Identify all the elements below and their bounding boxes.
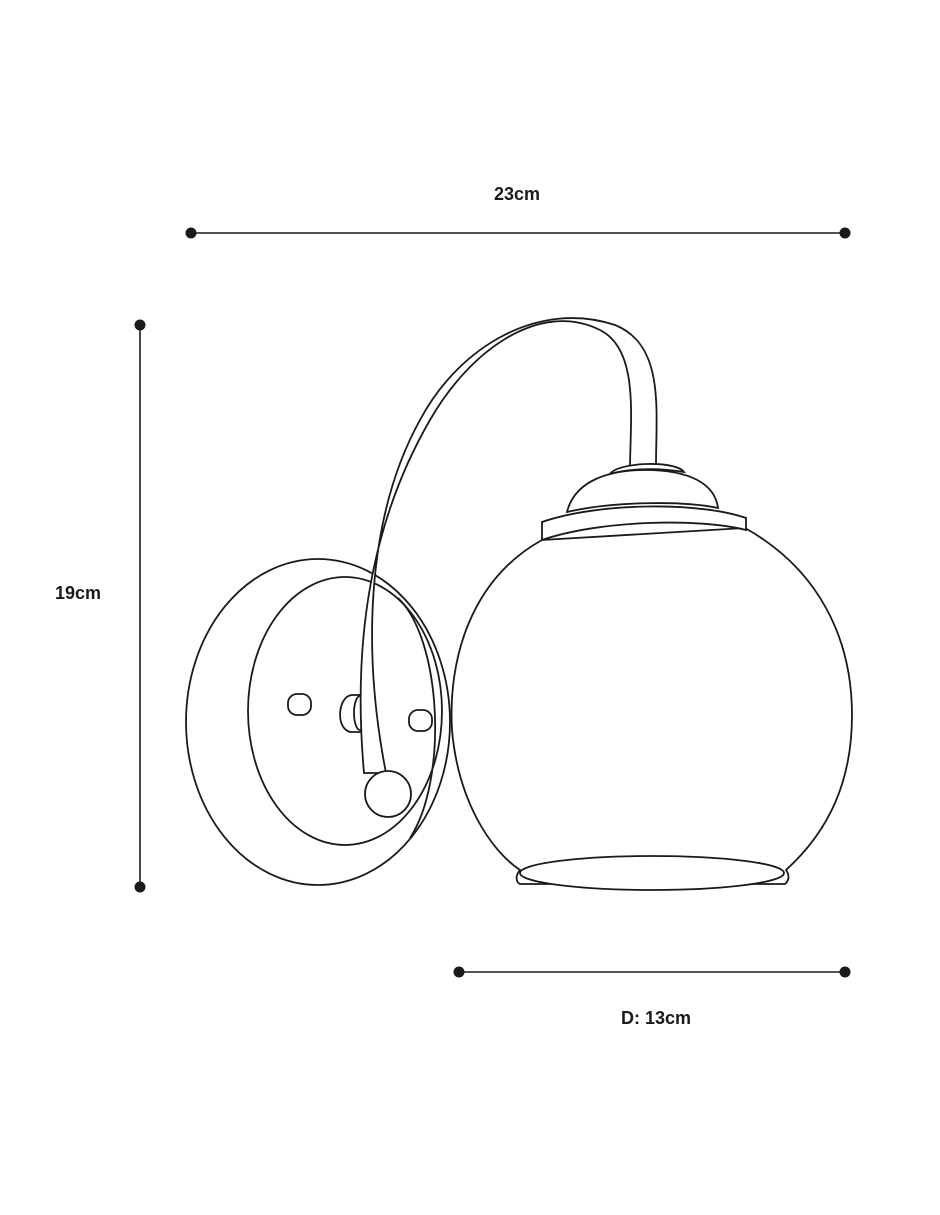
width-endpoint-left [185,227,197,239]
glass-shade [450,527,853,891]
height-dimension: 19cm [55,319,146,893]
diameter-dimension: D: 13cm [453,966,851,1028]
backplate-rim [397,597,436,839]
arm-end-knob [364,770,412,818]
wall-backplate [185,558,451,886]
height-endpoint-bottom [134,881,146,893]
diameter-endpoint-left [453,966,465,978]
lamp-holder [541,463,747,542]
holder-dome [565,469,720,514]
mounting-hole-left [287,693,312,716]
wall-lamp-illustration [185,317,853,891]
globe-body [450,527,853,885]
holder-rim [541,505,747,542]
diameter-endpoint-right [839,966,851,978]
height-label: 19cm [55,583,101,603]
height-endpoint-top [134,319,146,331]
diameter-label: D: 13cm [621,1008,691,1028]
holder-top-cap [607,463,687,476]
mounting-hole-right [408,709,433,732]
globe-opening [519,855,785,891]
width-dimension: 23cm [185,184,851,239]
width-endpoint-right [839,227,851,239]
width-label: 23cm [494,184,540,204]
